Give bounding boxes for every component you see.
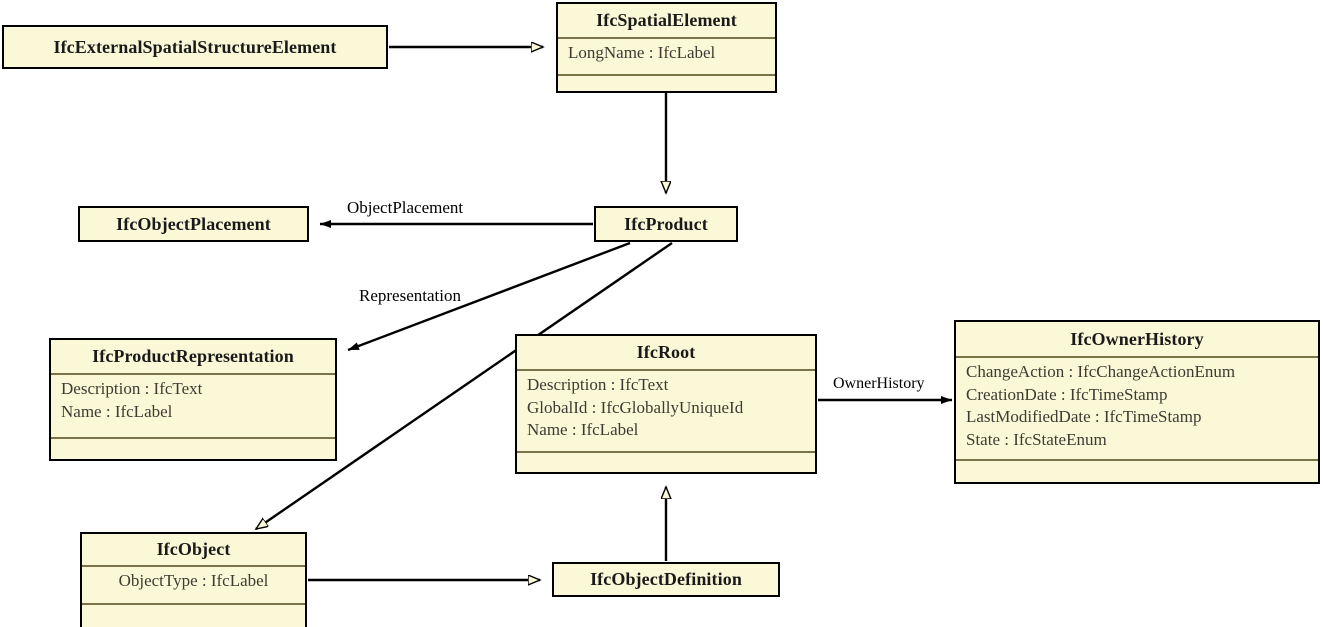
class-separator (558, 74, 775, 76)
class-title: IfcProductRepresentation (92, 346, 294, 366)
class-box-ifcexternalspatialstructureelement[interactable]: IfcExternalSpatialStructureElement (2, 25, 388, 69)
class-box-ifcproduct[interactable]: IfcProduct (594, 206, 738, 242)
class-title: IfcProduct (624, 214, 708, 234)
class-box-ifcobject[interactable]: IfcObject ObjectType : IfcLabel (80, 532, 307, 627)
class-separator (51, 437, 335, 439)
class-title: IfcObject (156, 539, 231, 559)
class-attributes: LongName : IfcLabel (558, 39, 775, 74)
class-title: IfcSpatialElement (596, 10, 737, 30)
class-box-ifcproductrepresentation[interactable]: IfcProductRepresentation Description : I… (49, 338, 337, 461)
class-box-ifcobjectplacement[interactable]: IfcObjectPlacement (78, 206, 309, 242)
class-title: IfcObjectDefinition (590, 569, 742, 589)
class-box-ifcroot[interactable]: IfcRoot Description : IfcText GlobalId :… (515, 334, 817, 474)
class-operations (517, 453, 815, 474)
edge-label-ownerhistory: OwnerHistory (833, 375, 925, 392)
class-separator (956, 459, 1318, 461)
class-attributes: Description : IfcText GlobalId : IfcGlob… (517, 371, 815, 451)
class-attribute: ObjectType : IfcLabel (118, 571, 269, 590)
class-separator (82, 565, 305, 567)
edge-label-representation: Representation (359, 286, 461, 305)
class-separator (558, 37, 775, 39)
class-separator (51, 373, 335, 375)
class-attribute: Description : IfcText (527, 375, 669, 394)
class-title: IfcObjectPlacement (116, 214, 271, 234)
class-attribute: CreationDate : IfcTimeStamp (966, 384, 1168, 404)
class-attribute: LongName : IfcLabel (568, 43, 716, 62)
class-operations (82, 605, 305, 627)
class-operations (51, 439, 335, 461)
class-separator (956, 356, 1318, 358)
class-attribute: ChangeAction : IfcChangeActionEnum (966, 362, 1236, 381)
class-attribute: Description : IfcText (61, 379, 203, 398)
class-attribute: State : IfcStateEnum (966, 429, 1107, 449)
class-title: IfcExternalSpatialStructureElement (53, 37, 337, 57)
class-title: IfcRoot (636, 342, 696, 362)
class-attributes: ChangeAction : IfcChangeActionEnum Creat… (956, 358, 1318, 459)
class-attributes: ObjectType : IfcLabel (82, 567, 305, 603)
class-operations (956, 461, 1318, 484)
class-box-ifcobjectdefinition[interactable]: IfcObjectDefinition (552, 562, 780, 597)
class-attributes: Description : IfcText Name : IfcLabel (51, 375, 335, 437)
class-attribute: GlobalId : IfcGloballyUniqueId (527, 397, 744, 417)
class-attribute: LastModifiedDate : IfcTimeStamp (966, 407, 1202, 427)
class-separator (82, 603, 305, 605)
class-box-ifcspatialelement[interactable]: IfcSpatialElement LongName : IfcLabel (556, 2, 777, 93)
class-box-ifcownerhistory[interactable]: IfcOwnerHistory ChangeAction : IfcChange… (954, 320, 1320, 484)
class-title: IfcOwnerHistory (1070, 329, 1204, 349)
class-attribute: Name : IfcLabel (61, 401, 173, 421)
class-attribute: Name : IfcLabel (527, 420, 639, 440)
edge-label-objectplacement: ObjectPlacement (347, 198, 464, 217)
class-operations (558, 76, 775, 93)
